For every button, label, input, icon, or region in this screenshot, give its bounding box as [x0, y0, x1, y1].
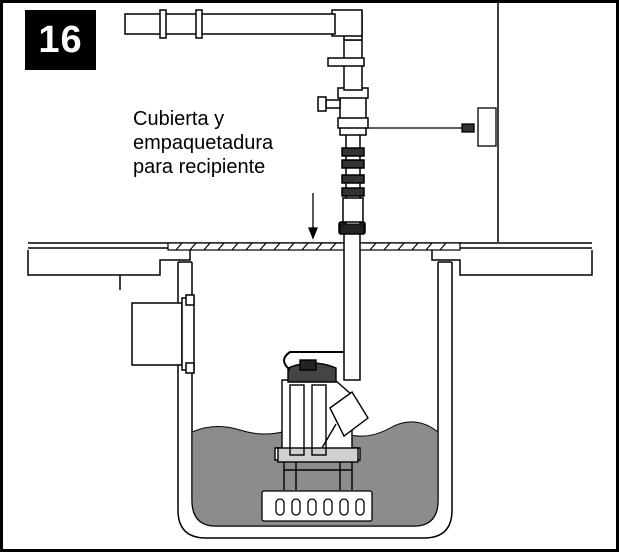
callout-arrow [308, 193, 318, 240]
soil-outline [27, 250, 593, 290]
pump-base-grate [261, 490, 373, 522]
callout-line-3: para recipiente [133, 156, 266, 178]
alarm-wiring [366, 107, 497, 147]
step-number: 16 [38, 18, 83, 61]
water-fill [191, 421, 439, 527]
sump-pump [274, 351, 369, 490]
inlet-pipe [131, 294, 195, 374]
callout-line-2: empaquetadura [133, 132, 274, 154]
callout-line-1: Cubierta y [133, 108, 225, 130]
pipe-collar [339, 223, 365, 235]
cover-gasket-label: Cubierta y empaquetadura para recipiente [133, 107, 333, 179]
step-number-badge: 16 [25, 10, 96, 70]
basin-cover-gasket [167, 242, 461, 251]
